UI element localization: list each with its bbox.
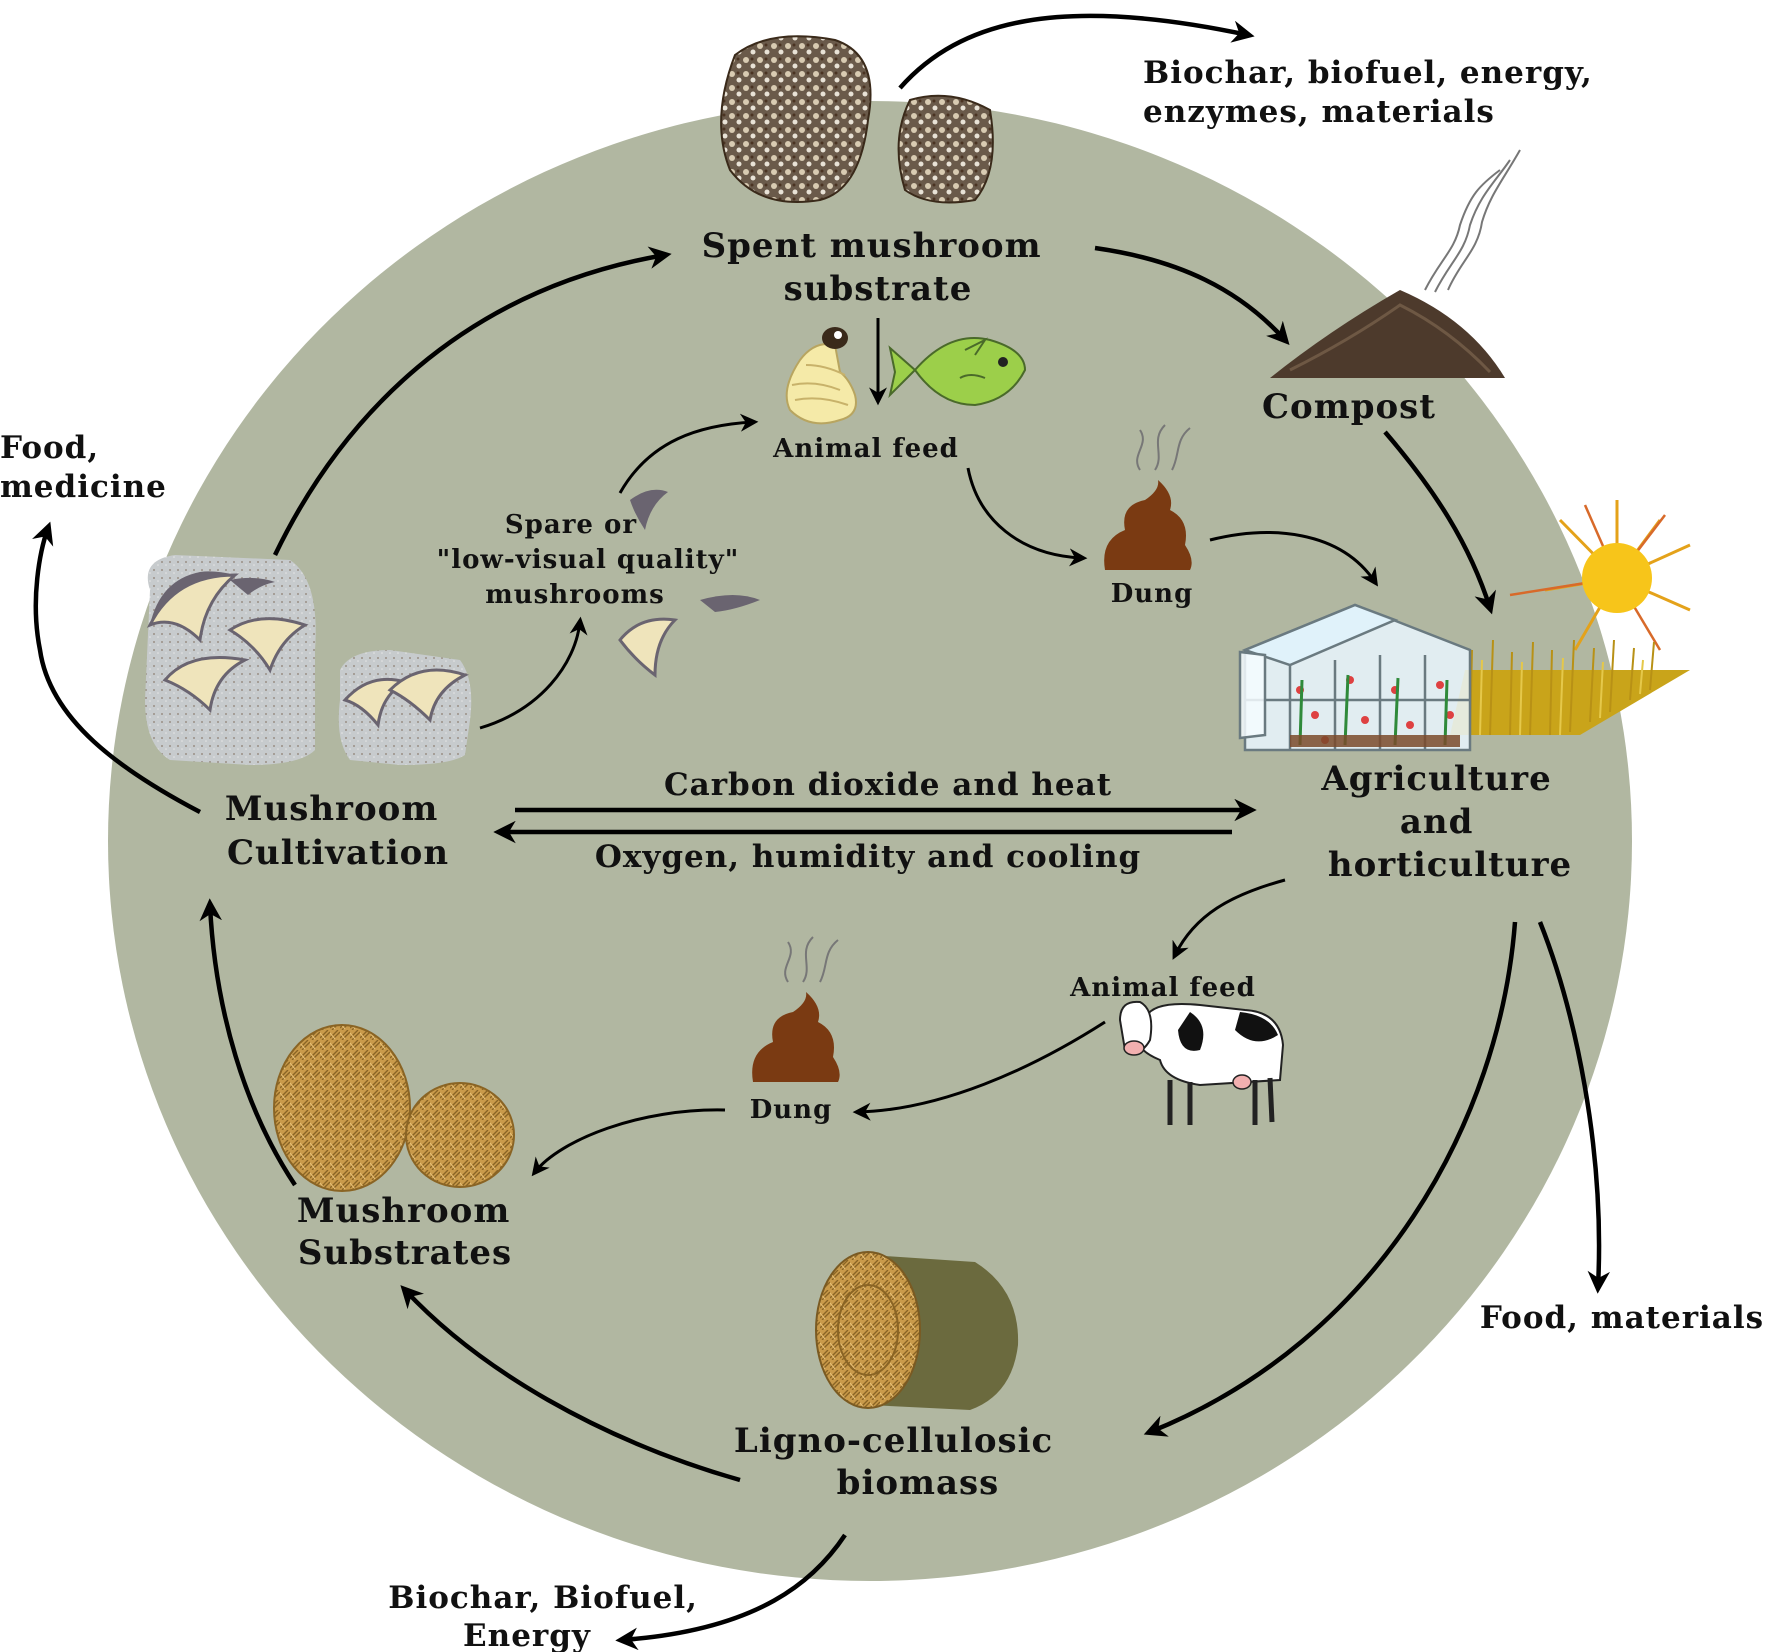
arrow-cultivation-to-spare	[479, 616, 588, 730]
label-spare-mushrooms: Spare or "low-visual quality" mushrooms	[437, 510, 750, 610]
arrow-compost-to-agri	[1383, 430, 1496, 615]
cycle-arrows	[32, 13, 1611, 1651]
label-ligno: Ligno-cellulosic biomass	[734, 1421, 1066, 1503]
arrow-agri-to-food-materials	[1537, 921, 1611, 1294]
label-compost: Compost	[1262, 387, 1436, 427]
arrow-ligno-to-substrates	[400, 1285, 741, 1483]
labels: Biochar, biofuel, energy, enzymes, mater…	[0, 55, 1764, 1652]
label-oxygen-cooling: Oxygen, humidity and cooling	[595, 839, 1141, 875]
wheat-field-icon	[1450, 639, 1690, 736]
label-dung-top: Dung	[1111, 579, 1194, 609]
arrow-dung-to-agri	[1209, 531, 1379, 587]
label-mushroom-cultivation: Mushroom Cultivation	[225, 789, 451, 873]
arrow-feed-to-dung-bottom	[852, 1020, 1106, 1121]
label-animal-feed-top: Animal feed	[772, 434, 959, 464]
label-agriculture: Agriculture and horticulture	[1320, 759, 1572, 885]
arrow-spare-to-feed	[618, 413, 759, 494]
label-food-medicine: Food, medicine	[0, 430, 167, 505]
cycle-circle	[108, 101, 1632, 1581]
label-spent-substrate: Spent mushroom substrate	[702, 226, 1055, 309]
steam-icon	[1424, 149, 1521, 293]
fish-icon	[888, 337, 1027, 407]
label-top-right-products: Biochar, biofuel, energy, enzymes, mater…	[1143, 55, 1605, 130]
oyster-mushroom-icon	[145, 489, 760, 765]
label-dung-bottom: Dung	[750, 1095, 833, 1125]
straw-bale-icon	[273, 1024, 515, 1192]
arrow-feed-to-dung	[966, 467, 1088, 567]
label-co2-heat: Carbon dioxide and heat	[664, 767, 1112, 803]
arrow-agri-to-ligno	[1143, 921, 1518, 1437]
hay-roll-icon	[815, 1251, 1019, 1410]
label-bottom-products: Biochar, Biofuel, Energy	[388, 1580, 709, 1652]
cow-icon	[1118, 1000, 1285, 1125]
arrow-spent-to-compost	[1094, 245, 1290, 346]
dung-icon	[752, 936, 840, 1082]
arrow-cultivation-to-food	[32, 521, 202, 814]
arrow-ligno-to-bottom-products	[615, 1533, 847, 1651]
greenhouse-icon	[1238, 603, 1472, 752]
larva-icon	[785, 327, 857, 425]
spent-substrate-photo-icon	[720, 35, 994, 204]
arrow-agri-to-feed	[1172, 878, 1286, 960]
arrow-dung-to-substrates	[531, 1108, 726, 1177]
arrow-spent-to-products	[898, 13, 1255, 90]
label-food-materials: Food, materials	[1480, 1300, 1764, 1336]
arrow-cultivation-to-spent	[272, 246, 672, 556]
label-animal-feed-bottom: Animal feed	[1069, 973, 1256, 1003]
arrow-substrates-to-cultivation	[199, 898, 297, 1187]
label-mushroom-substrates: Mushroom Substrates	[297, 1191, 523, 1273]
sun-icon	[1509, 500, 1691, 651]
compost-pile-icon	[1270, 290, 1505, 378]
dung-icon	[1104, 424, 1192, 570]
